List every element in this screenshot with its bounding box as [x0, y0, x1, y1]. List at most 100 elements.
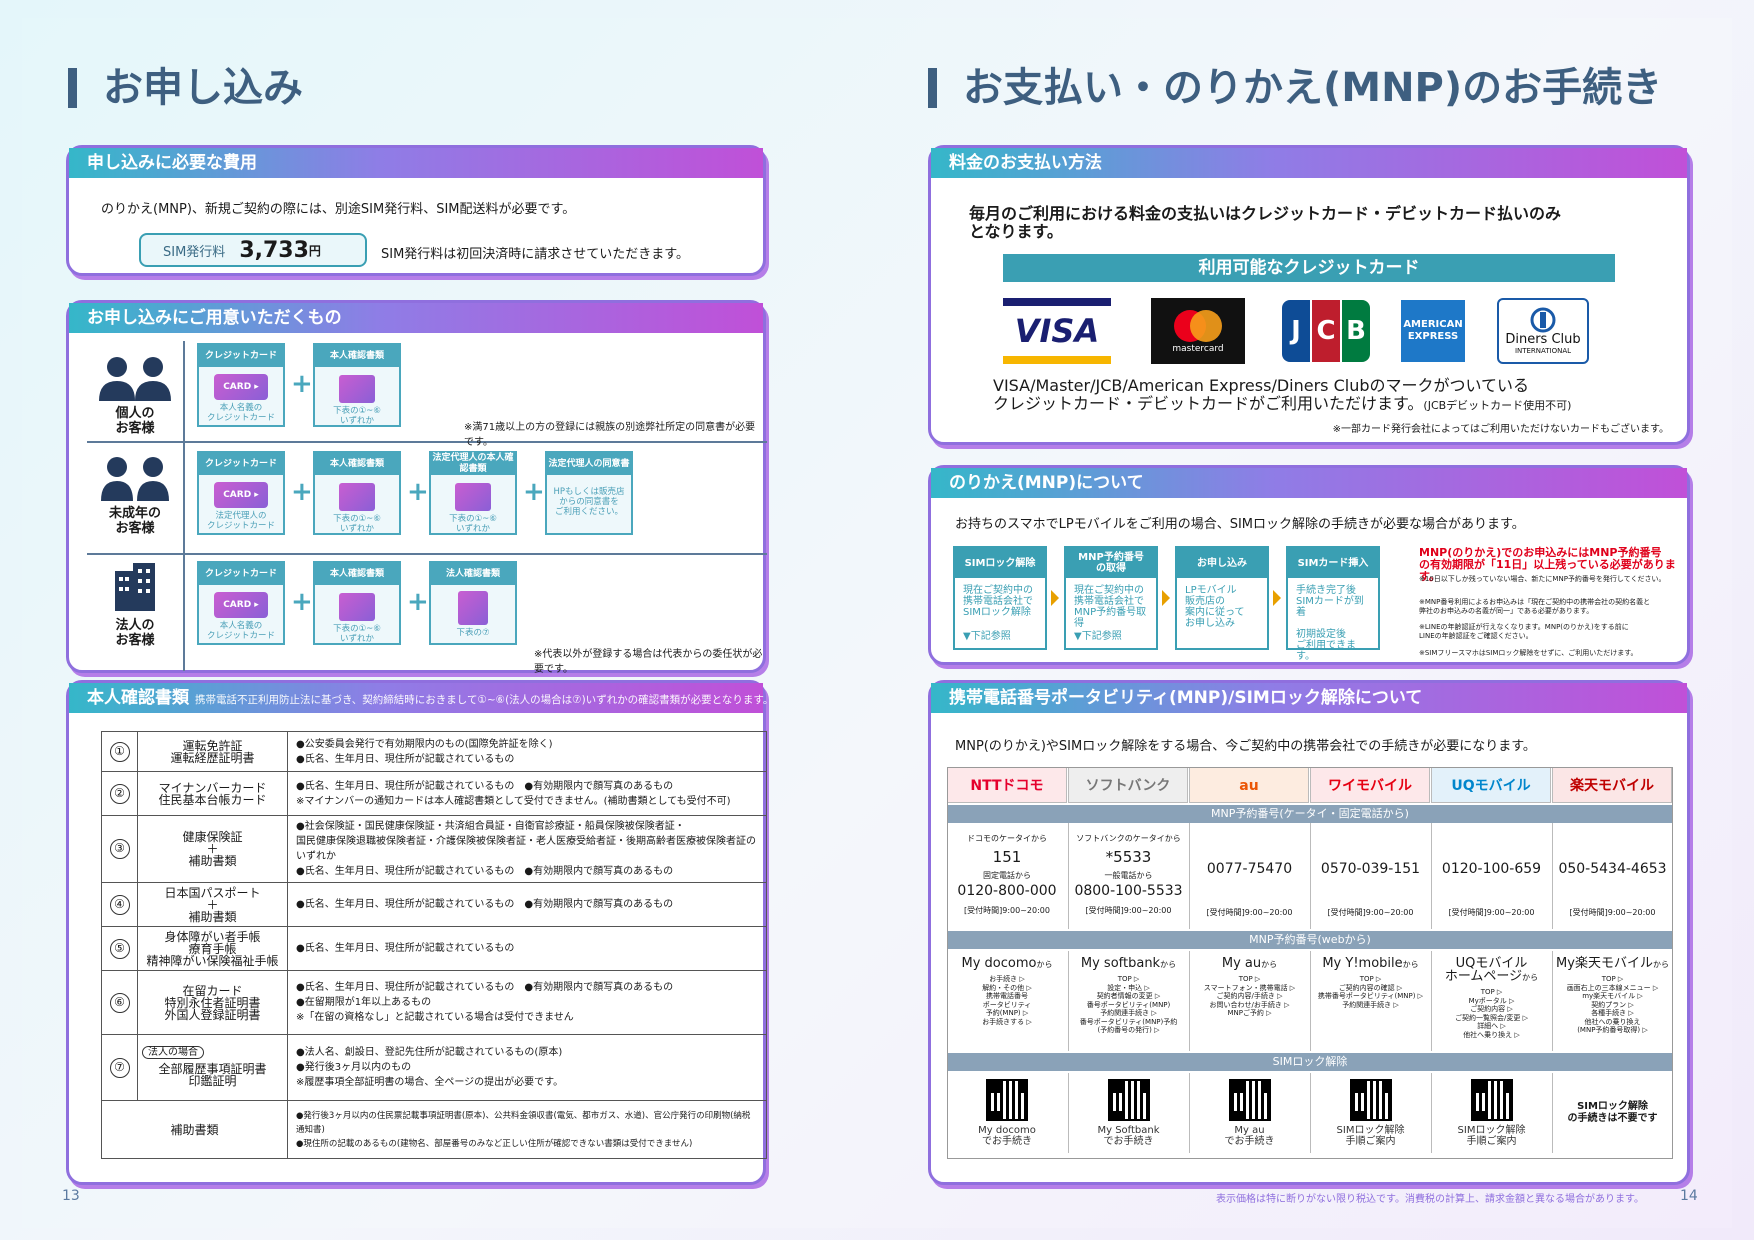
- phone-number: 0800-100-5533: [1074, 883, 1183, 899]
- payment-title: 料金のお支払い方法: [931, 148, 1687, 178]
- item-id-individual: 本人確認書類 下表の①~⑥ いずれか: [313, 343, 401, 427]
- right-heading: お支払い・のりかえ(MNP)のお手続き: [928, 68, 1662, 108]
- doc-desc: ●公安委員会発行で有効期限内のもの(国際免許証を除く) ●氏名、生年月日、現住所…: [287, 731, 767, 772]
- web-suffix: から: [1402, 960, 1419, 969]
- web-title: My softbank: [1080, 956, 1161, 971]
- step-body: 現在ご契約中の 携帯電話会社で MNP予約番号取得: [1074, 585, 1147, 629]
- phone-hours: [受付時間]9:00~20:00: [1448, 908, 1535, 917]
- row-label-minor: 未成年の お客様: [108, 506, 161, 536]
- item-legal-id-minor: 法定代理人の本人確認書類 下表の①~⑥ いずれか: [429, 451, 517, 535]
- plus-icon: +: [291, 587, 313, 617]
- carrier-sim: SIMロック解除 手順ご案内: [1310, 1073, 1430, 1153]
- plus-icon: +: [407, 477, 429, 507]
- row-number: ④: [109, 894, 130, 915]
- carrier-header: NTTドコモ: [947, 767, 1067, 803]
- doc-name: 運転免許証 運転経歴証明書: [137, 731, 288, 772]
- phone-hours: [受付時間]9:00~20:00: [964, 906, 1050, 915]
- web-suffix: から: [1652, 960, 1669, 969]
- doc-name: 健康保険証 ＋ 補助書類: [137, 815, 288, 883]
- corp-document-icon: [458, 591, 488, 625]
- qr-code-icon[interactable]: [986, 1079, 1028, 1121]
- carrier-sim: My Softbank でお手続き: [1068, 1073, 1188, 1153]
- row-number: ⑥: [109, 992, 130, 1013]
- items-title: お申し込みにご用意いただくもの: [69, 303, 763, 333]
- step-ref: ▼下記参照: [1074, 631, 1122, 642]
- phone-hours: [受付時間]9:00~20:00: [1327, 908, 1414, 917]
- id-card-icon: [455, 483, 491, 511]
- doc-name: 在留カード 特別永住者証明書 外国人登録証明書: [137, 970, 288, 1035]
- doc-desc: ●氏名、生年月日、現住所が記載されているもの: [287, 926, 767, 971]
- note-corp: ※代表以外が登録する場合は代表からの委任状が必要です。: [534, 649, 763, 675]
- qr-code-icon[interactable]: [1470, 1079, 1513, 1121]
- left-heading: お申し込み: [68, 68, 303, 108]
- carrier-web: My docomoからお手続き ▷ 解約・その他 ▷ 携帯電話番号 ポータビリテ…: [947, 951, 1067, 1051]
- row-number: ③: [109, 839, 130, 859]
- web-steps: TOP ▷ ご契約内容の確認 ▷ 携帯番号ポータビリティ(MNP) ▷ 予約関連…: [1317, 975, 1424, 1009]
- mnp-note-2: ※LINEの年齢認証が行えなくなります。MNP(のりかえ)をする前に LINEの…: [1419, 623, 1629, 640]
- aux-name: 補助書類: [101, 1100, 288, 1159]
- page-number-left: 13: [62, 1188, 80, 1204]
- sim-fee-note: SIM発行料は初回決済時に請求させていただきます。: [381, 247, 690, 262]
- mnp-step: MNP予約番号 の取得現在ご契約中の 携帯電話会社で MNP予約番号取得▼下記参…: [1064, 546, 1158, 650]
- item-id-minor: 本人確認書類 下表の①~⑥ いずれか: [313, 451, 401, 535]
- qr-code-icon[interactable]: [1107, 1079, 1150, 1121]
- sim-fee-pill: SIM発行料 3,733 円: [139, 233, 367, 267]
- jcb-logo-icon: J C B: [1281, 298, 1371, 364]
- doc-name: マイナンバーカード 住民基本台帳カード: [137, 771, 288, 816]
- row-number: ⑦: [109, 1057, 130, 1078]
- phone-number: 0120-100-659: [1441, 861, 1542, 877]
- item-id-corp: 本人確認書類 下表の①~⑥ いずれか: [313, 561, 401, 645]
- phone-number: 0120-800-000: [957, 883, 1057, 899]
- web-steps: TOP ▷ 画面右上の三本線メニュー ▷ my楽天モバイル ▷ 契約プラン ▷ …: [1566, 975, 1659, 1034]
- web-title: UQモバイル ホームページ: [1444, 956, 1528, 984]
- phone-label: 固定電話から: [983, 871, 1031, 880]
- web-steps: お手続き ▷ 解約・その他 ▷ 携帯電話番号 ポータビリティ 予約(MNP) ▷…: [982, 975, 1032, 1026]
- sim-fee-price: 3,733: [239, 237, 309, 263]
- sim-fee-label: SIM発行料: [163, 244, 226, 260]
- mnp-warning-small: ※10日以下しか残っていない場合、新たにMNP予約番号を発行してください。: [1419, 575, 1666, 583]
- mnp-warning: MNP(のりかえ)でのお申込みにはMNP予約番号の有効期限が「11日」以上残って…: [1419, 546, 1676, 583]
- sim-text: SIMロック解除 の手続きは不要です: [1567, 1101, 1658, 1124]
- credit-card-icon: CARD ▸: [214, 482, 268, 508]
- doc-desc: ●氏名、生年月日、現住所が記載されているもの ●有効期限内で顔写真のあるもの: [287, 882, 767, 927]
- row-label-corp: 法人の お客様: [115, 618, 155, 648]
- carrier-sim: My au でお手続き: [1189, 1073, 1309, 1153]
- credit-card-icon: CARD ▸: [214, 374, 268, 400]
- carrier-header: UQモバイル: [1431, 767, 1551, 803]
- phone-hours: [受付時間]9:00~20:00: [1085, 906, 1172, 915]
- qr-code-icon[interactable]: [1228, 1079, 1271, 1121]
- web-steps: TOP ▷ スマートフォン・携帯電話 ▷ ご契約内容/手続き ▷ お問い合わせ/…: [1203, 975, 1296, 1017]
- step-ref: ▼下記参照: [963, 631, 1011, 642]
- people-icon-minor: [101, 457, 169, 501]
- item-credit-individual: クレジットカード CARD ▸ 本人名義の クレジットカード: [197, 343, 285, 427]
- mnp-desc: お持ちのスマホでLPモバイルをご利用の場合、SIMロック解除の手続きが必要な場合…: [955, 517, 1525, 532]
- qr-code-icon[interactable]: [1349, 1079, 1392, 1121]
- web-steps: TOP ▷ 設定・申込 ▷ 契約者情報の変更 ▷ 番号ポータビリティ(MNP) …: [1079, 975, 1178, 1034]
- phone-number: 0077-75470: [1206, 861, 1293, 877]
- mastercard-logo-icon: mastercard: [1151, 298, 1245, 364]
- idtable-title: 本人確認書類携帯電話不正利用防止法に基づき、契約締結時におきまして①~⑥(法人の…: [69, 683, 773, 713]
- phone-label: 一般電話から: [1104, 871, 1153, 880]
- plus-icon: +: [523, 477, 545, 507]
- aux-desc: ●発行後3ヶ月以内の住民票記載事項証明書(原本)、公共料金領収書(電気、都市ガス…: [287, 1100, 767, 1159]
- sim-text: My Softbank でお手続き: [1097, 1125, 1160, 1147]
- carriers-desc: MNP(のりかえ)やSIMロック解除をする場合、今ご契約中の携帯会社での手続きが…: [955, 739, 1536, 754]
- fees-desc: のりかえ(MNP)、新規ご契約の際には、別途SIM発行料、SIM配送料が必要です…: [101, 202, 576, 217]
- step-title: お申し込み: [1177, 548, 1267, 578]
- web-suffix: から: [1036, 960, 1053, 969]
- web-title: My楽天モバイル: [1556, 956, 1653, 971]
- step-title: SIMロック解除: [955, 548, 1045, 578]
- phone-number: 050-5434-4653: [1558, 861, 1667, 877]
- phone-hours: [受付時間]9:00~20:00: [1569, 908, 1656, 917]
- building-icon: [115, 563, 155, 611]
- plus-icon: +: [407, 587, 429, 617]
- mnp-note-3: ※SIMフリースマホはSIMロック解除をせずに、ご利用いただけます。: [1419, 649, 1638, 657]
